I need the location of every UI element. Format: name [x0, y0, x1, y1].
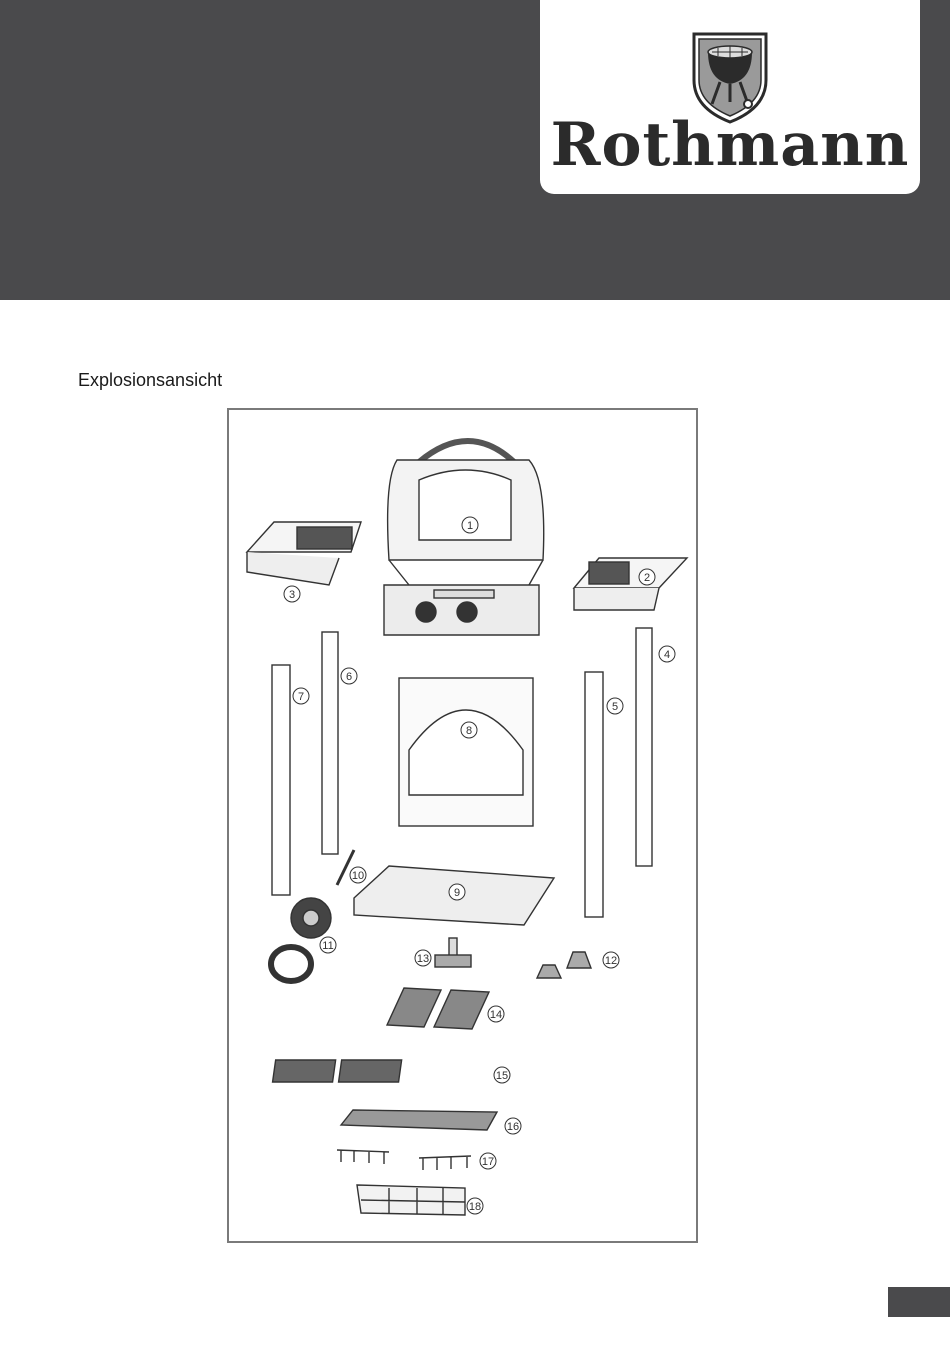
page-tab	[888, 1287, 950, 1317]
rack-brackets-part	[337, 1150, 471, 1170]
callout-number-7: 7	[298, 691, 304, 703]
grill-head-part	[384, 441, 544, 635]
callout-number-4: 4	[664, 649, 670, 661]
callout-number-14: 14	[490, 1009, 502, 1021]
logo-card: Rothmann	[540, 0, 920, 194]
back-panel-part	[399, 678, 533, 826]
right-side-shelf-part	[574, 558, 687, 610]
left-side-shelf-part	[247, 522, 361, 585]
brand-logo-text: Rothmann	[540, 110, 920, 180]
callout-number-9: 9	[454, 887, 460, 899]
callout-number-8: 8	[466, 725, 472, 737]
callout-number-10: 10	[352, 870, 364, 882]
callout-number-1: 1	[467, 520, 473, 532]
callout-number-15: 15	[496, 1070, 508, 1082]
foot-cap-b-part	[567, 952, 591, 968]
callout-number-16: 16	[507, 1121, 519, 1133]
leg-5-part	[585, 672, 603, 917]
callout-number-11: 11	[322, 940, 333, 952]
cooking-grates-part	[273, 1060, 402, 1082]
callout-number-5: 5	[612, 701, 618, 713]
callout-number-2: 2	[644, 572, 650, 584]
callout-number-13: 13	[417, 953, 429, 965]
grease-tray-part	[357, 1185, 465, 1215]
callout-number-18: 18	[469, 1201, 481, 1213]
control-knob-part	[435, 938, 471, 967]
section-title: Explosionsansicht	[78, 370, 222, 391]
warming-rack-part	[341, 1110, 497, 1130]
callout-number-12: 12	[605, 955, 617, 967]
leg-4-part	[636, 628, 652, 866]
header-band: Rothmann	[0, 0, 950, 300]
leg-7-part	[272, 665, 290, 895]
leg-6-part	[322, 632, 338, 854]
foot-cap-a-part	[537, 965, 561, 978]
callout-number-3: 3	[289, 589, 295, 601]
callout-number-17: 17	[482, 1156, 494, 1168]
callout-number-6: 6	[346, 671, 352, 683]
flame-tamers-part	[387, 988, 489, 1029]
